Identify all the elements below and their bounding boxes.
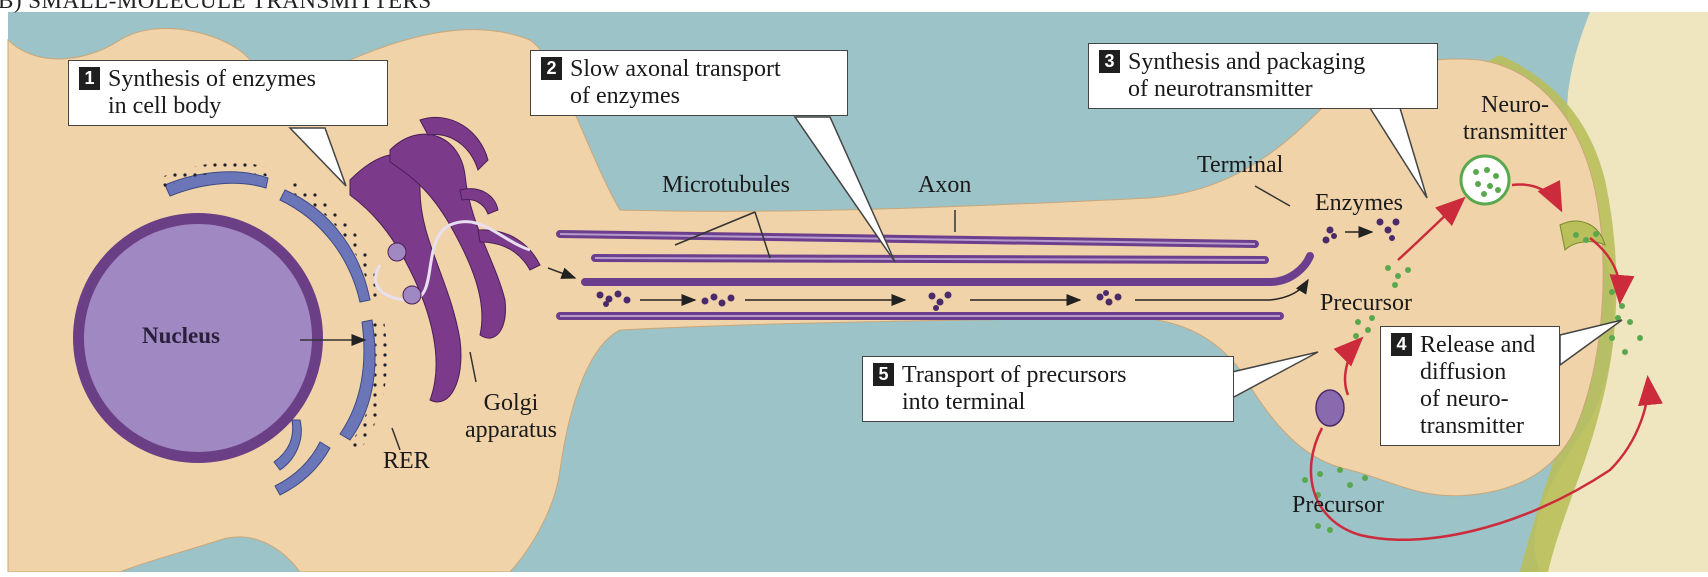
step-number-2: 2	[541, 57, 562, 80]
step-number-1: 1	[79, 67, 100, 90]
label-neurotransmitter-line1: Neuro-	[1481, 92, 1549, 118]
callout-1-synthesis-of-enzymes: 1 Synthesis of enzymes in cell body	[68, 60, 388, 126]
transporter-protein	[1316, 390, 1344, 426]
label-golgi-apparatus: Golgi apparatus	[452, 390, 570, 444]
label-golgi-line1: Golgi	[484, 390, 539, 416]
label-neurotransmitter: Neuro- transmitter	[1440, 92, 1590, 146]
label-precursor-terminal: Precursor	[1320, 290, 1412, 317]
callout-2-line1: Slow axonal transport	[570, 56, 781, 82]
callout-2-line2: of enzymes	[570, 83, 680, 109]
label-microtubules: Microtubules	[662, 172, 790, 199]
label-neurotransmitter-line2: transmitter	[1463, 119, 1567, 145]
callout-4-line3: of neuro-	[1420, 386, 1509, 412]
callout-5-line2: into terminal	[902, 389, 1025, 415]
label-golgi-line2: apparatus	[465, 417, 557, 443]
label-precursor-outside: Precursor	[1292, 492, 1384, 519]
callout-1-line1: Synthesis of enzymes	[108, 66, 316, 92]
neurotransmitter-vesicle	[1461, 156, 1509, 204]
label-terminal: Terminal	[1197, 152, 1283, 179]
label-nucleus: Nucleus	[142, 322, 220, 349]
callout-4-release-and-diffusion: 4 Release and diffusion of neuro- transmi…	[1380, 326, 1560, 446]
label-enzymes: Enzymes	[1315, 190, 1403, 217]
label-rer: RER	[383, 448, 430, 475]
callout-1-line2: in cell body	[108, 93, 221, 119]
step-number-4: 4	[1391, 333, 1412, 356]
callout-4-line2: diffusion	[1420, 359, 1506, 385]
callout-3-line2: of neurotransmitter	[1128, 76, 1313, 102]
step-number-3: 3	[1099, 50, 1120, 73]
callout-3-synthesis-and-packaging: 3 Synthesis and packaging of neurotransmi…	[1088, 43, 1438, 109]
callout-4-line1: Release and	[1420, 332, 1535, 358]
callout-4-line4: transmitter	[1420, 413, 1524, 439]
figure-header: B) SMALL-MOLECULE TRANSMITTERS	[0, 0, 432, 14]
label-axon: Axon	[918, 172, 971, 199]
step-number-5: 5	[873, 363, 894, 386]
callout-2-slow-axonal-transport: 2 Slow axonal transport of enzymes	[530, 50, 848, 116]
callout-5-line1: Transport of precursors	[902, 362, 1126, 388]
callout-5-transport-of-precursors: 5 Transport of precursors into terminal	[862, 356, 1234, 422]
callout-3-line1: Synthesis and packaging	[1128, 49, 1365, 75]
